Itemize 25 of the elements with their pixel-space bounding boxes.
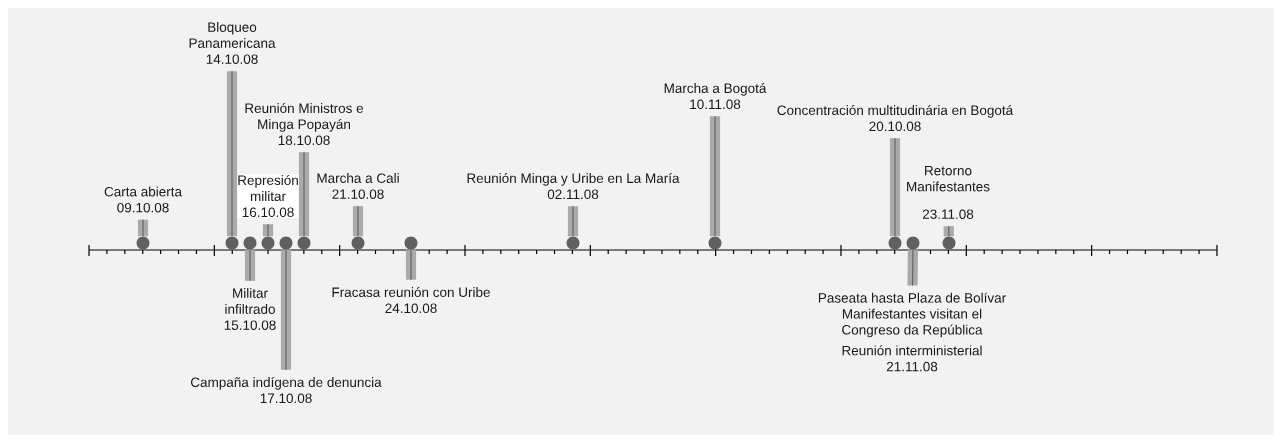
leader-line xyxy=(352,205,364,237)
leader-line xyxy=(943,225,954,237)
event-label: Concentración multitudinária en Bogotá 20.10.08 xyxy=(777,104,1014,131)
event-label: Carta abierta 09.10.08 xyxy=(104,186,182,213)
leader-line xyxy=(889,137,901,237)
leader-line xyxy=(298,151,310,237)
event-label: Fracasa reunión con Uribe 24.10.08 xyxy=(332,286,490,313)
leader-line xyxy=(567,205,579,237)
leader-line xyxy=(709,115,721,237)
leader-line xyxy=(137,219,149,237)
leader-line xyxy=(244,249,256,282)
event-label: Marcha a Cali 21.10.08 xyxy=(317,173,399,199)
leader-line xyxy=(226,70,238,237)
event-label: Campaña indígena de denuncia 17.10.08 xyxy=(191,376,382,403)
event-label: Militar infiltrado 15.10.08 xyxy=(224,288,276,330)
event-label: Retorno Manifestantes 23.11.08 xyxy=(907,166,990,219)
leader-line xyxy=(405,249,417,281)
event-label: Bloqueo Panamericana 14.10.08 xyxy=(189,22,276,64)
event-label: Marcha a Bogotá 10.11.08 xyxy=(664,82,767,109)
leader-line xyxy=(262,223,274,237)
leader-line xyxy=(907,249,919,287)
leader-line xyxy=(280,249,292,371)
event-label: Reunión Minga y Uribe en La María 02.11.08 xyxy=(467,172,680,199)
event-label: Paseata hasta Plaza de Bolívar Manifestantes visitan el Congreso da República Reunión interministerial 21.11.08 xyxy=(818,292,1006,372)
event-label: Reunión Ministros e Minga Popayán 18.10.08 xyxy=(245,102,364,145)
